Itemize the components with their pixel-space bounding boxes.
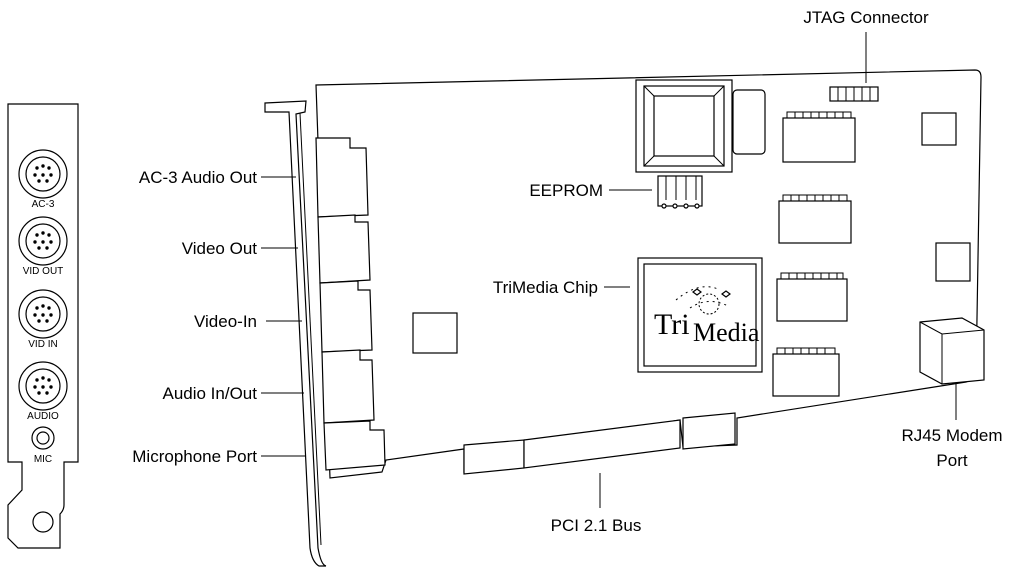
jtag-connector-icon (830, 87, 878, 101)
trimedia-chip: Tri Media (638, 258, 762, 372)
label-rj45-line2: Port (936, 451, 967, 470)
bracket-mount-hole (33, 512, 53, 532)
label-rj45-line1: RJ45 Modem (901, 426, 1002, 445)
memory-chip-3 (777, 279, 847, 321)
small-chip-top (733, 90, 765, 154)
audio-din-connector-icon (19, 362, 67, 410)
trimedia-logo-media: Media (693, 318, 760, 347)
bracket-label-vid-in: VID IN (28, 339, 57, 350)
label-ac3-audio-out: AC-3 Audio Out (139, 168, 257, 187)
vid-out-din-connector-icon (19, 217, 67, 265)
bracket-label-ac3: AC-3 (32, 199, 55, 210)
memory-chip-2 (779, 201, 851, 243)
small-chip-right-mid (936, 243, 970, 281)
label-jtag-connector: JTAG Connector (803, 8, 929, 27)
label-microphone-port: Microphone Port (132, 447, 257, 466)
label-audio-in-out: Audio In/Out (162, 384, 257, 403)
rj45-port-icon (920, 318, 984, 384)
trimedia-logo-tri: Tri (654, 308, 690, 341)
vid-in-din-connector-icon (19, 290, 67, 338)
small-chip-left (413, 313, 457, 353)
mic-jack-icon (32, 427, 54, 449)
pci-card: Tri Media (265, 70, 984, 566)
bracket-label-mic: MIC (34, 454, 52, 465)
bracket-label-audio: AUDIO (27, 411, 59, 422)
label-video-out: Video Out (182, 239, 258, 258)
eeprom-chip-icon (658, 176, 702, 208)
small-chip-right-top (922, 113, 956, 145)
main-processor-chip (636, 80, 732, 172)
label-trimedia-chip: TriMedia Chip (493, 278, 598, 297)
bracket-front-view: AC-3 VID OUT VID IN AUDIO (8, 104, 78, 548)
label-video-in: Video-In (194, 312, 257, 331)
label-eeprom: EEPROM (529, 181, 603, 200)
bracket-label-vid-out: VID OUT (23, 266, 64, 277)
memory-chip-4 (773, 354, 839, 396)
memory-chip-1 (783, 118, 855, 162)
label-pci-bus: PCI 2.1 Bus (551, 516, 642, 535)
ac3-din-connector-icon (19, 150, 67, 198)
